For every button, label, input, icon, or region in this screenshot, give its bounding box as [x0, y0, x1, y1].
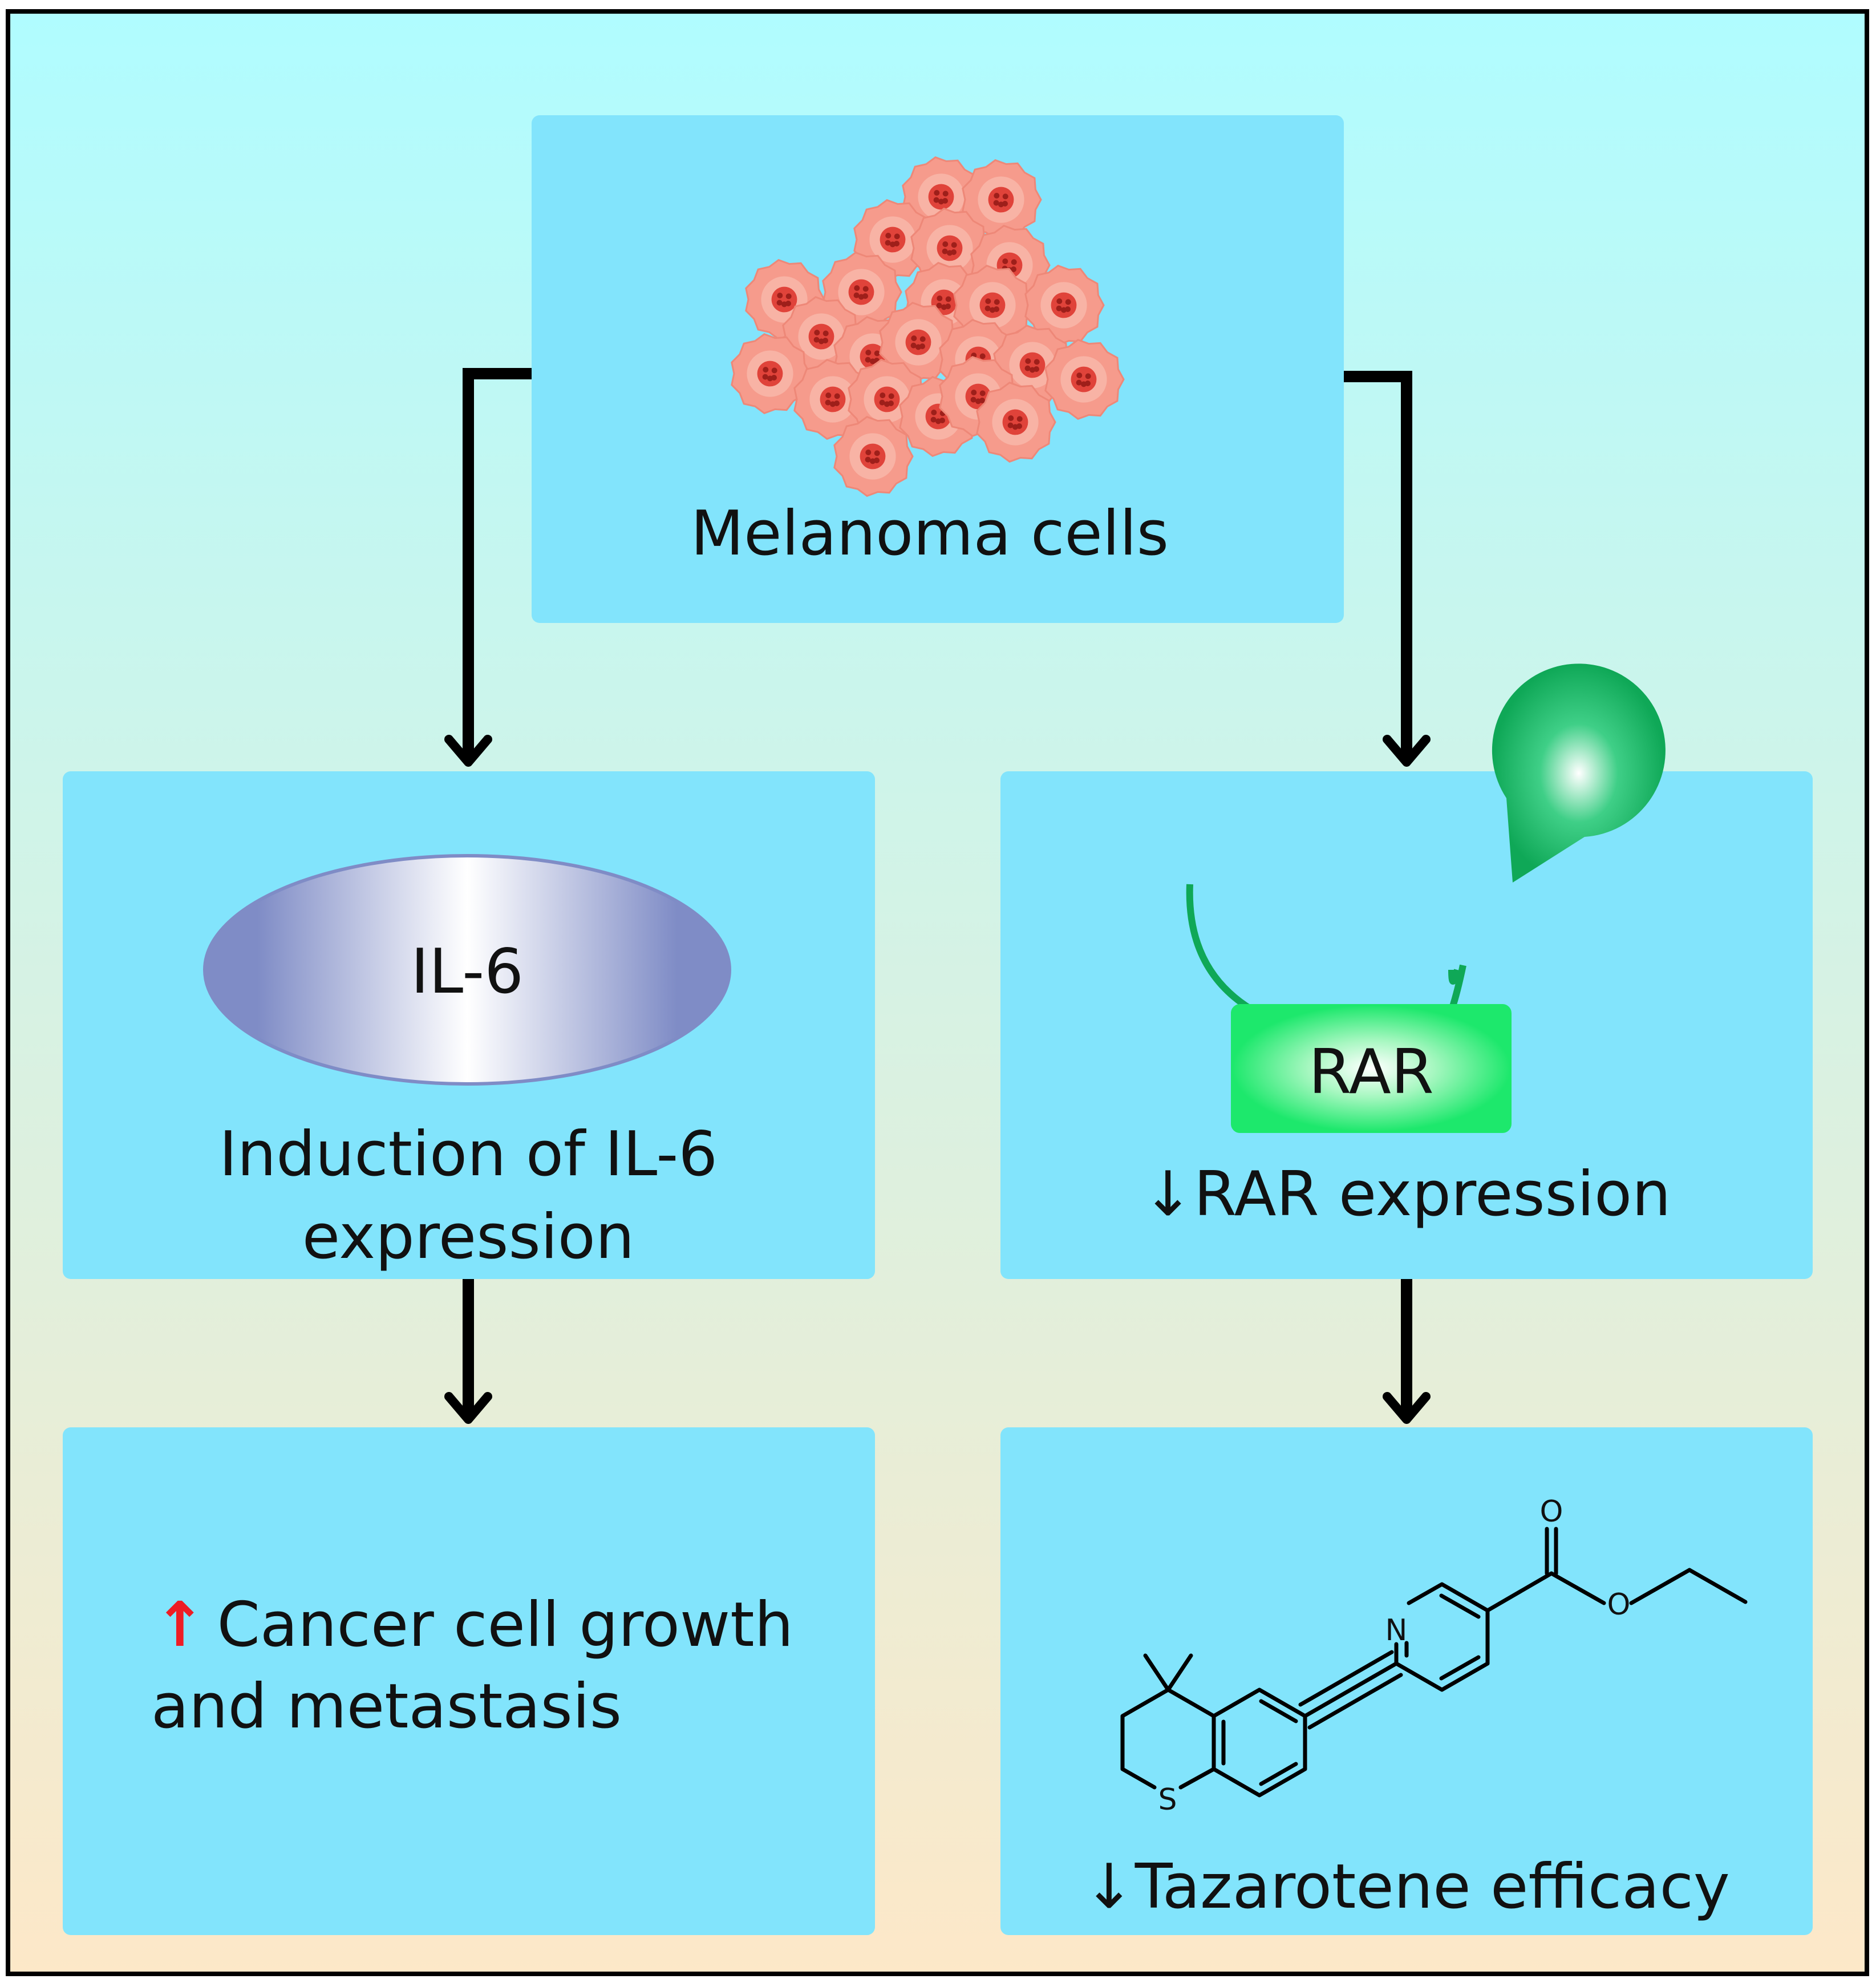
- edge-melanoma-to-il6: [444, 368, 532, 767]
- edge-rar-to-tazarotene: [1383, 1279, 1431, 1424]
- cancer-growth-line1: ↑Cancer cell growth: [154, 1589, 793, 1661]
- edge-melanoma-to-rar: [1344, 371, 1431, 767]
- melanoma-cell-icon: [731, 333, 811, 414]
- tazarotene-efficacy-box: [1000, 1427, 1813, 1935]
- rar-expression-label-line: ↓RAR expression: [1142, 1159, 1671, 1230]
- melanoma-cell-icon: [962, 159, 1042, 240]
- melanoma-cell-icon: [976, 382, 1056, 463]
- melanoma-cell-icon: [822, 252, 902, 333]
- tazarotene-efficacy-label: Tazarotene efficacy: [1134, 1851, 1730, 1923]
- il6-induction-line2: expression: [302, 1201, 635, 1273]
- atom-o-carbonyl-label: O: [1540, 1495, 1563, 1529]
- atom-n-label: N: [1385, 1613, 1408, 1648]
- rar-receptor-icon: [1186, 663, 1666, 1133]
- melanoma-cell-icon: [833, 416, 914, 497]
- rar-badge-label: RAR: [1308, 1037, 1434, 1108]
- rar-ligand-pocket-icon: [1492, 663, 1666, 883]
- melanoma-cell-icon: [793, 359, 874, 440]
- tazarotene-structure-icon: [1120, 1527, 1748, 1798]
- atom-s-label: S: [1158, 1783, 1177, 1817]
- cancer-growth-line2: and metastasis: [151, 1671, 622, 1742]
- cancer-up-arrow: ↑: [154, 1589, 206, 1661]
- melanoma-cell-icon: [879, 302, 959, 383]
- rar-down-arrow: ↓: [1142, 1159, 1194, 1230]
- atom-o-ester-label: O: [1607, 1588, 1631, 1622]
- melanoma-cell-icon: [1024, 265, 1105, 346]
- tazarotene-efficacy-label-line: ↓Tazarotene efficacy: [1083, 1851, 1729, 1923]
- cancer-growth-box: [63, 1427, 875, 1935]
- rar-box: [1231, 1004, 1512, 1133]
- melanoma-cell-icon: [1044, 339, 1125, 420]
- il6-ellipse: [203, 854, 731, 1086]
- rar-expression-label: RAR expression: [1194, 1159, 1671, 1230]
- melanoma-cell-cluster-icon: [731, 156, 1125, 497]
- melanoma-cells-label: Melanoma cells: [691, 498, 1169, 569]
- edge-il6-to-cancer-growth: [444, 1279, 492, 1424]
- il6-induction-line1: Induction of IL-6: [219, 1119, 718, 1190]
- tazarotene-down-arrow: ↓: [1083, 1851, 1135, 1923]
- il6-badge-label: IL-6: [411, 936, 524, 1007]
